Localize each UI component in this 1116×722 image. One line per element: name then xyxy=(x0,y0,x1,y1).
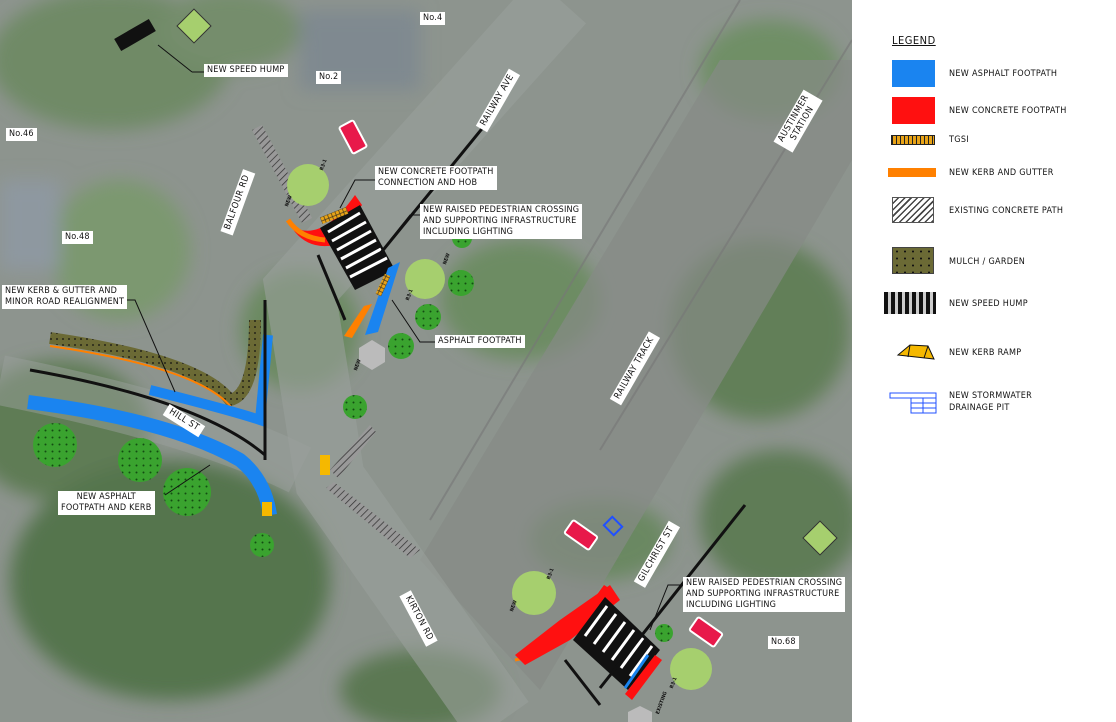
hatch-swatch-icon xyxy=(892,197,934,223)
callout-line: CONNECTION AND HOB xyxy=(378,178,478,188)
property-label-no48: No.48 xyxy=(62,231,93,244)
callout-line: NEW ASPHALT xyxy=(76,492,136,502)
mulch-swatch-icon xyxy=(892,247,934,274)
legend-item-tgsi: TGSI xyxy=(870,134,1116,164)
speed-hump-swatch-icon xyxy=(884,292,936,314)
callout-line: NEW KERB & GUTTER AND xyxy=(5,286,118,296)
legend-item-concrete-footpath: NEW CONCRETE FOOTPATH xyxy=(870,97,1116,127)
legend-item-speed-hump: NEW SPEED HUMP xyxy=(870,292,1116,322)
traffic-signs xyxy=(114,8,838,722)
drainage-pit-icon xyxy=(889,392,937,414)
legend-title: LEGEND xyxy=(892,34,936,47)
callout-line: INCLUDING LIGHTING xyxy=(686,600,777,610)
kerb-swatch-icon xyxy=(888,168,936,177)
callout-line: FOOTPATH AND KERB xyxy=(61,503,152,513)
legend-item-kerb-gutter: NEW KERB AND GUTTER xyxy=(870,167,1116,197)
legend-label-line: DRAINAGE PIT xyxy=(949,403,1010,413)
callout-line: MINOR ROAD REALIGNMENT xyxy=(5,297,125,307)
site-plan-map: No.4 No.2 No.46 No.48 No.68 BALFOUR RD R… xyxy=(0,0,852,722)
legend: LEGEND NEW ASPHALT FOOTPATH NEW CONCRETE… xyxy=(870,20,1116,440)
legend-label: NEW KERB RAMP xyxy=(949,348,1022,358)
callout-line: NEW RAISED PEDESTRIAN CROSSING xyxy=(686,578,843,588)
legend-item-kerb-ramp: NEW KERB RAMP xyxy=(870,342,1116,372)
property-label-no46: No.46 xyxy=(6,128,37,141)
legend-label: NEW STORMWATER DRAINAGE PIT xyxy=(949,390,1032,414)
legend-item-mulch: MULCH / GARDEN xyxy=(870,247,1116,277)
legend-item-stormwater-pit: NEW STORMWATER DRAINAGE PIT xyxy=(870,390,1116,420)
mulch-garden xyxy=(49,319,261,407)
legend-label: NEW ASPHALT FOOTPATH xyxy=(949,69,1058,79)
concrete-swatch-icon xyxy=(892,97,935,124)
legend-label: NEW SPEED HUMP xyxy=(949,299,1028,309)
hill-st-asphalt-footpath xyxy=(27,395,277,517)
new-trees xyxy=(33,228,673,642)
property-label-no2: No.2 xyxy=(316,71,342,84)
legend-item-asphalt-footpath: NEW ASPHALT FOOTPATH xyxy=(870,60,1116,90)
property-label-no4: No.4 xyxy=(420,12,446,25)
asphalt-swatch-icon xyxy=(892,60,935,87)
callout-line: AND SUPPORTING INFRASTRUCTURE xyxy=(423,216,577,226)
north-crossing xyxy=(285,124,487,338)
kerb-ramp-icon xyxy=(896,344,935,360)
callout-line: NEW RAISED PEDESTRIAN CROSSING xyxy=(423,205,580,215)
legend-label: NEW CONCRETE FOOTPATH xyxy=(949,106,1067,116)
legend-label: NEW KERB AND GUTTER xyxy=(949,168,1054,178)
legend-item-existing-concrete: EXISTING CONCRETE PATH xyxy=(870,197,1116,227)
callout-line: NEW CONCRETE FOOTPATH xyxy=(378,167,494,177)
callout-line: INCLUDING LIGHTING xyxy=(423,227,514,237)
callout-asphalt-footpath: ASPHALT FOOTPATH xyxy=(435,335,525,348)
callout-line: AND SUPPORTING INFRASTRUCTURE xyxy=(686,589,840,599)
property-label-no68: No.68 xyxy=(768,636,799,649)
tgsi-swatch-icon xyxy=(891,135,935,145)
south-crossing xyxy=(514,504,747,706)
map-graphics xyxy=(0,0,852,722)
legend-label: EXISTING CONCRETE PATH xyxy=(949,206,1064,216)
legend-label-line: NEW STORMWATER xyxy=(949,391,1033,401)
callout-new-speed-hump: NEW SPEED HUMP xyxy=(204,64,288,77)
legend-label: TGSI xyxy=(949,135,969,145)
legend-label: MULCH / GARDEN xyxy=(949,257,1026,267)
